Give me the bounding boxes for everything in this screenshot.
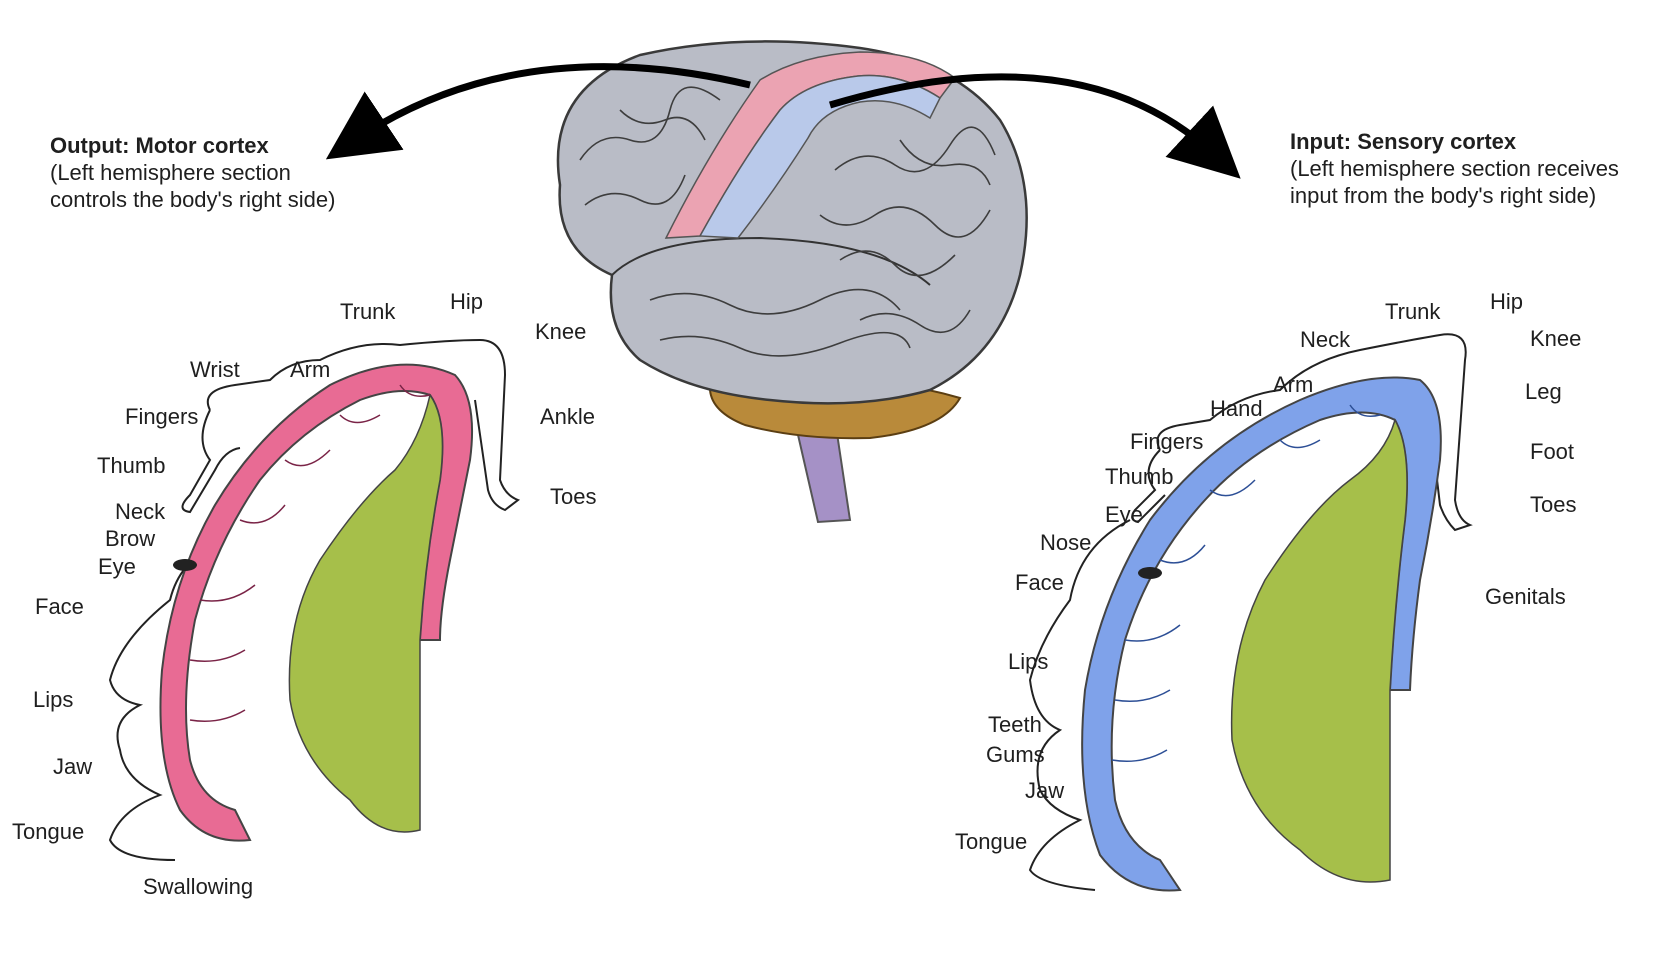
motor-label-ankle: Ankle <box>540 405 595 429</box>
motor-label-knee: Knee <box>535 320 586 344</box>
sensory-label-foot: Foot <box>1530 440 1574 464</box>
sensory-inner-tissue <box>1232 420 1407 882</box>
motor-label-tongue: Tongue <box>12 820 84 844</box>
motor-label-arm: Arm <box>290 358 330 382</box>
motor-caption-title: Output: Motor cortex <box>50 132 335 159</box>
motor-label-eye: Eye <box>98 555 136 579</box>
motor-label-hip: Hip <box>450 290 483 314</box>
sensory-label-thumb: Thumb <box>1105 465 1173 489</box>
sensory-label-nose: Nose <box>1040 531 1091 555</box>
motor-label-jaw: Jaw <box>53 755 92 779</box>
motor-label-neck: Neck <box>115 500 165 524</box>
sensory-label-hand: Hand <box>1210 397 1263 421</box>
motor-inner-tissue <box>289 395 442 832</box>
sensory-label-toes: Toes <box>1530 493 1576 517</box>
sensory-label-genitals: Genitals <box>1485 585 1566 609</box>
sensory-label-eye: Eye <box>1105 503 1143 527</box>
sensory-label-fingers: Fingers <box>1130 430 1203 454</box>
motor-label-swallowing: Swallowing <box>143 875 253 899</box>
sensory-label-hip: Hip <box>1490 290 1523 314</box>
motor-label-wrist: Wrist <box>190 358 240 382</box>
motor-label-trunk: Trunk <box>340 300 395 324</box>
sensory-label-face: Face <box>1015 571 1064 595</box>
motor-label-toes: Toes <box>550 485 596 509</box>
sensory-caption-title: Input: Sensory cortex <box>1290 128 1619 155</box>
motor-label-thumb: Thumb <box>97 454 165 478</box>
sensory-label-jaw: Jaw <box>1025 779 1064 803</box>
sensory-label-lips: Lips <box>1008 650 1048 674</box>
sensory-label-leg: Leg <box>1525 380 1562 404</box>
motor-caption-line-1: (Left hemisphere section <box>50 159 335 186</box>
motor-label-face: Face <box>35 595 84 619</box>
brain-illustration <box>355 41 1215 522</box>
sensory-label-tongue: Tongue <box>955 830 1027 854</box>
sensory-cortex-caption: Input: Sensory cortex (Left hemisphere s… <box>1290 128 1619 209</box>
sensory-label-arm: Arm <box>1273 373 1313 397</box>
sensory-label-knee: Knee <box>1530 327 1581 351</box>
motor-caption-line-2: controls the body's right side) <box>50 186 335 213</box>
sensory-label-gums: Gums <box>986 743 1045 767</box>
motor-eye <box>173 559 197 571</box>
sensory-label-trunk: Trunk <box>1385 300 1440 324</box>
sensory-caption-line-1: (Left hemisphere section receives <box>1290 155 1619 182</box>
motor-label-fingers: Fingers <box>125 405 198 429</box>
motor-cortex-caption: Output: Motor cortex (Left hemisphere se… <box>50 132 335 213</box>
motor-label-lips: Lips <box>33 688 73 712</box>
sensory-label-teeth: Teeth <box>988 713 1042 737</box>
motor-label-brow: Brow <box>105 527 155 551</box>
sensory-label-neck: Neck <box>1300 328 1350 352</box>
sensory-eye <box>1138 567 1162 579</box>
sensory-caption-line-2: input from the body's right side) <box>1290 182 1619 209</box>
